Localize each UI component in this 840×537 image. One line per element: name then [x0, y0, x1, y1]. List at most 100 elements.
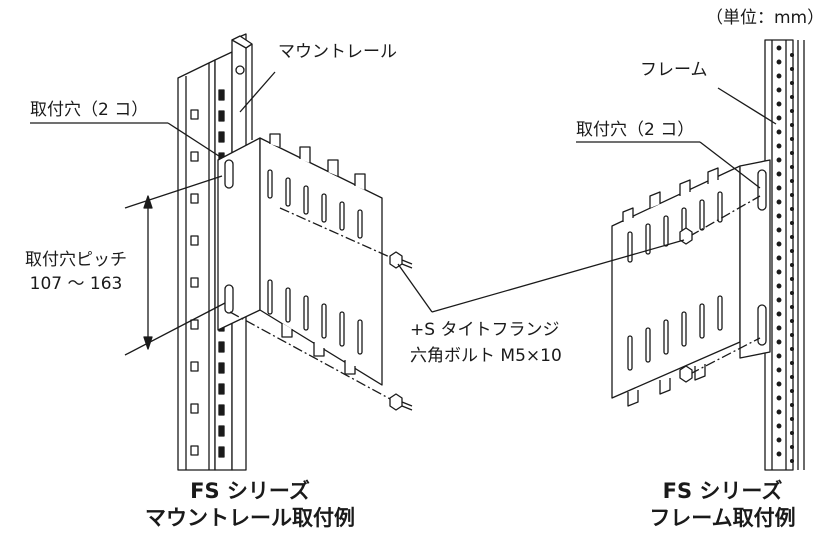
bracket-slot: [321, 303, 327, 339]
bracket-slot: [285, 177, 291, 207]
hex-bolt-icon: [679, 227, 693, 245]
mount-rail-label: マウントレール: [278, 42, 397, 62]
bracket-slots-upper: [627, 191, 723, 263]
bolt-label: +S タイトフランジ 六角ボルト M5×10: [410, 320, 562, 366]
rail-square-hole: [190, 361, 199, 372]
frame-hole: [789, 66, 795, 72]
pitch-label-line2: 107 ～ 163: [29, 274, 123, 294]
frame-hole: [776, 423, 782, 429]
frame-hole: [776, 297, 782, 303]
frame-hole: [789, 150, 795, 156]
rail-square-hole: [190, 193, 199, 204]
frame-hole: [789, 122, 795, 128]
bracket-slots-upper: [267, 169, 363, 239]
frame-hole: [789, 52, 795, 58]
left-leaders: [30, 71, 276, 159]
frame-hole: [776, 255, 782, 261]
rail-square-hole: [190, 109, 199, 120]
frame-holes: [776, 45, 795, 464]
frame-hole: [776, 157, 782, 163]
rail-side-slot: [218, 89, 225, 101]
bracket-slot: [267, 279, 273, 315]
bracket-slot: [663, 215, 669, 247]
bracket-slot: [681, 311, 687, 347]
frame-hole: [789, 318, 795, 324]
left-bracket: [217, 133, 383, 386]
bracket-slot: [627, 335, 633, 371]
bolt-label-line2: 六角ボルト M5×10: [410, 346, 562, 366]
rail-square-hole: [190, 319, 199, 330]
frame-hole: [789, 136, 795, 142]
frame-hole: [789, 206, 795, 212]
hex-bolt-icon: [389, 251, 413, 269]
bracket-slot: [339, 201, 345, 231]
rail-side-slot: [218, 131, 225, 143]
frame-hole: [776, 241, 782, 247]
frame-hole: [789, 290, 795, 296]
frame-hole: [776, 171, 782, 177]
frame-hole: [789, 192, 795, 198]
left-bolts: [229, 207, 413, 411]
bracket-slot: [267, 169, 273, 199]
right-mount-hole-bottom: [757, 304, 767, 346]
right-mount-hole-top: [757, 169, 767, 211]
frame-hole: [789, 80, 795, 86]
frame-hole: [789, 346, 795, 352]
frame-hole: [776, 59, 782, 65]
frame-hole: [789, 458, 795, 464]
rail-side-slot: [218, 110, 225, 122]
right-bracket: [611, 159, 771, 407]
frame-hole: [776, 45, 782, 51]
frame-hole: [789, 94, 795, 100]
frame-hole: [789, 444, 795, 450]
bracket-slot: [339, 311, 345, 347]
frame-label: フレーム: [640, 60, 708, 80]
frame-hole: [789, 388, 795, 394]
frame-hole: [789, 220, 795, 226]
bracket-slot: [303, 295, 309, 331]
bolt-leaders: [397, 239, 685, 313]
bracket-slots-lower: [627, 295, 723, 371]
left-caption-line2: マウントレール取付例: [145, 506, 355, 530]
frame-hole: [789, 262, 795, 268]
bracket-slots-lower: [267, 279, 363, 355]
bracket-slot: [645, 327, 651, 363]
frame-hole: [776, 73, 782, 79]
rail-side-slot: [218, 383, 225, 395]
frame-hole: [776, 311, 782, 317]
left-caption-line1: FS シリーズ: [190, 479, 310, 503]
right-holes-label: 取付穴（2 コ）: [576, 120, 695, 140]
frame-hole: [776, 227, 782, 233]
frame-hole: [789, 248, 795, 254]
frame-hole: [789, 276, 795, 282]
frame-hole: [789, 304, 795, 310]
frame-hole: [776, 143, 782, 149]
frame-hole: [776, 87, 782, 93]
frame-hole: [776, 129, 782, 135]
rail-side-slot: [218, 362, 225, 374]
rail-square-hole: [190, 151, 199, 162]
frame-hole: [776, 199, 782, 205]
rail-square-holes: [190, 109, 199, 456]
bracket-slot: [663, 319, 669, 355]
bracket-slot: [321, 193, 327, 223]
unit-note: （単位：mm）: [706, 8, 825, 28]
frame-hole: [776, 115, 782, 121]
frame-hole: [776, 325, 782, 331]
right-caption: FS シリーズ フレーム取付例: [610, 478, 835, 532]
pitch-dimension: [124, 175, 226, 356]
rail-side-slot: [218, 341, 225, 353]
hex-bolt-icon: [679, 365, 693, 383]
left-mount-hole-top: [224, 159, 234, 189]
left-holes-label: 取付穴（2 コ）: [30, 100, 149, 120]
bracket-slot: [357, 319, 363, 355]
rail-side-slot: [218, 446, 225, 458]
bracket-slot: [717, 191, 723, 223]
frame-hole: [776, 213, 782, 219]
rail-side-slot: [218, 404, 225, 416]
frame-hole: [776, 409, 782, 415]
frame-hole: [789, 360, 795, 366]
bracket-slot: [285, 287, 291, 323]
left-caption: FS シリーズ マウントレール取付例: [115, 478, 385, 532]
